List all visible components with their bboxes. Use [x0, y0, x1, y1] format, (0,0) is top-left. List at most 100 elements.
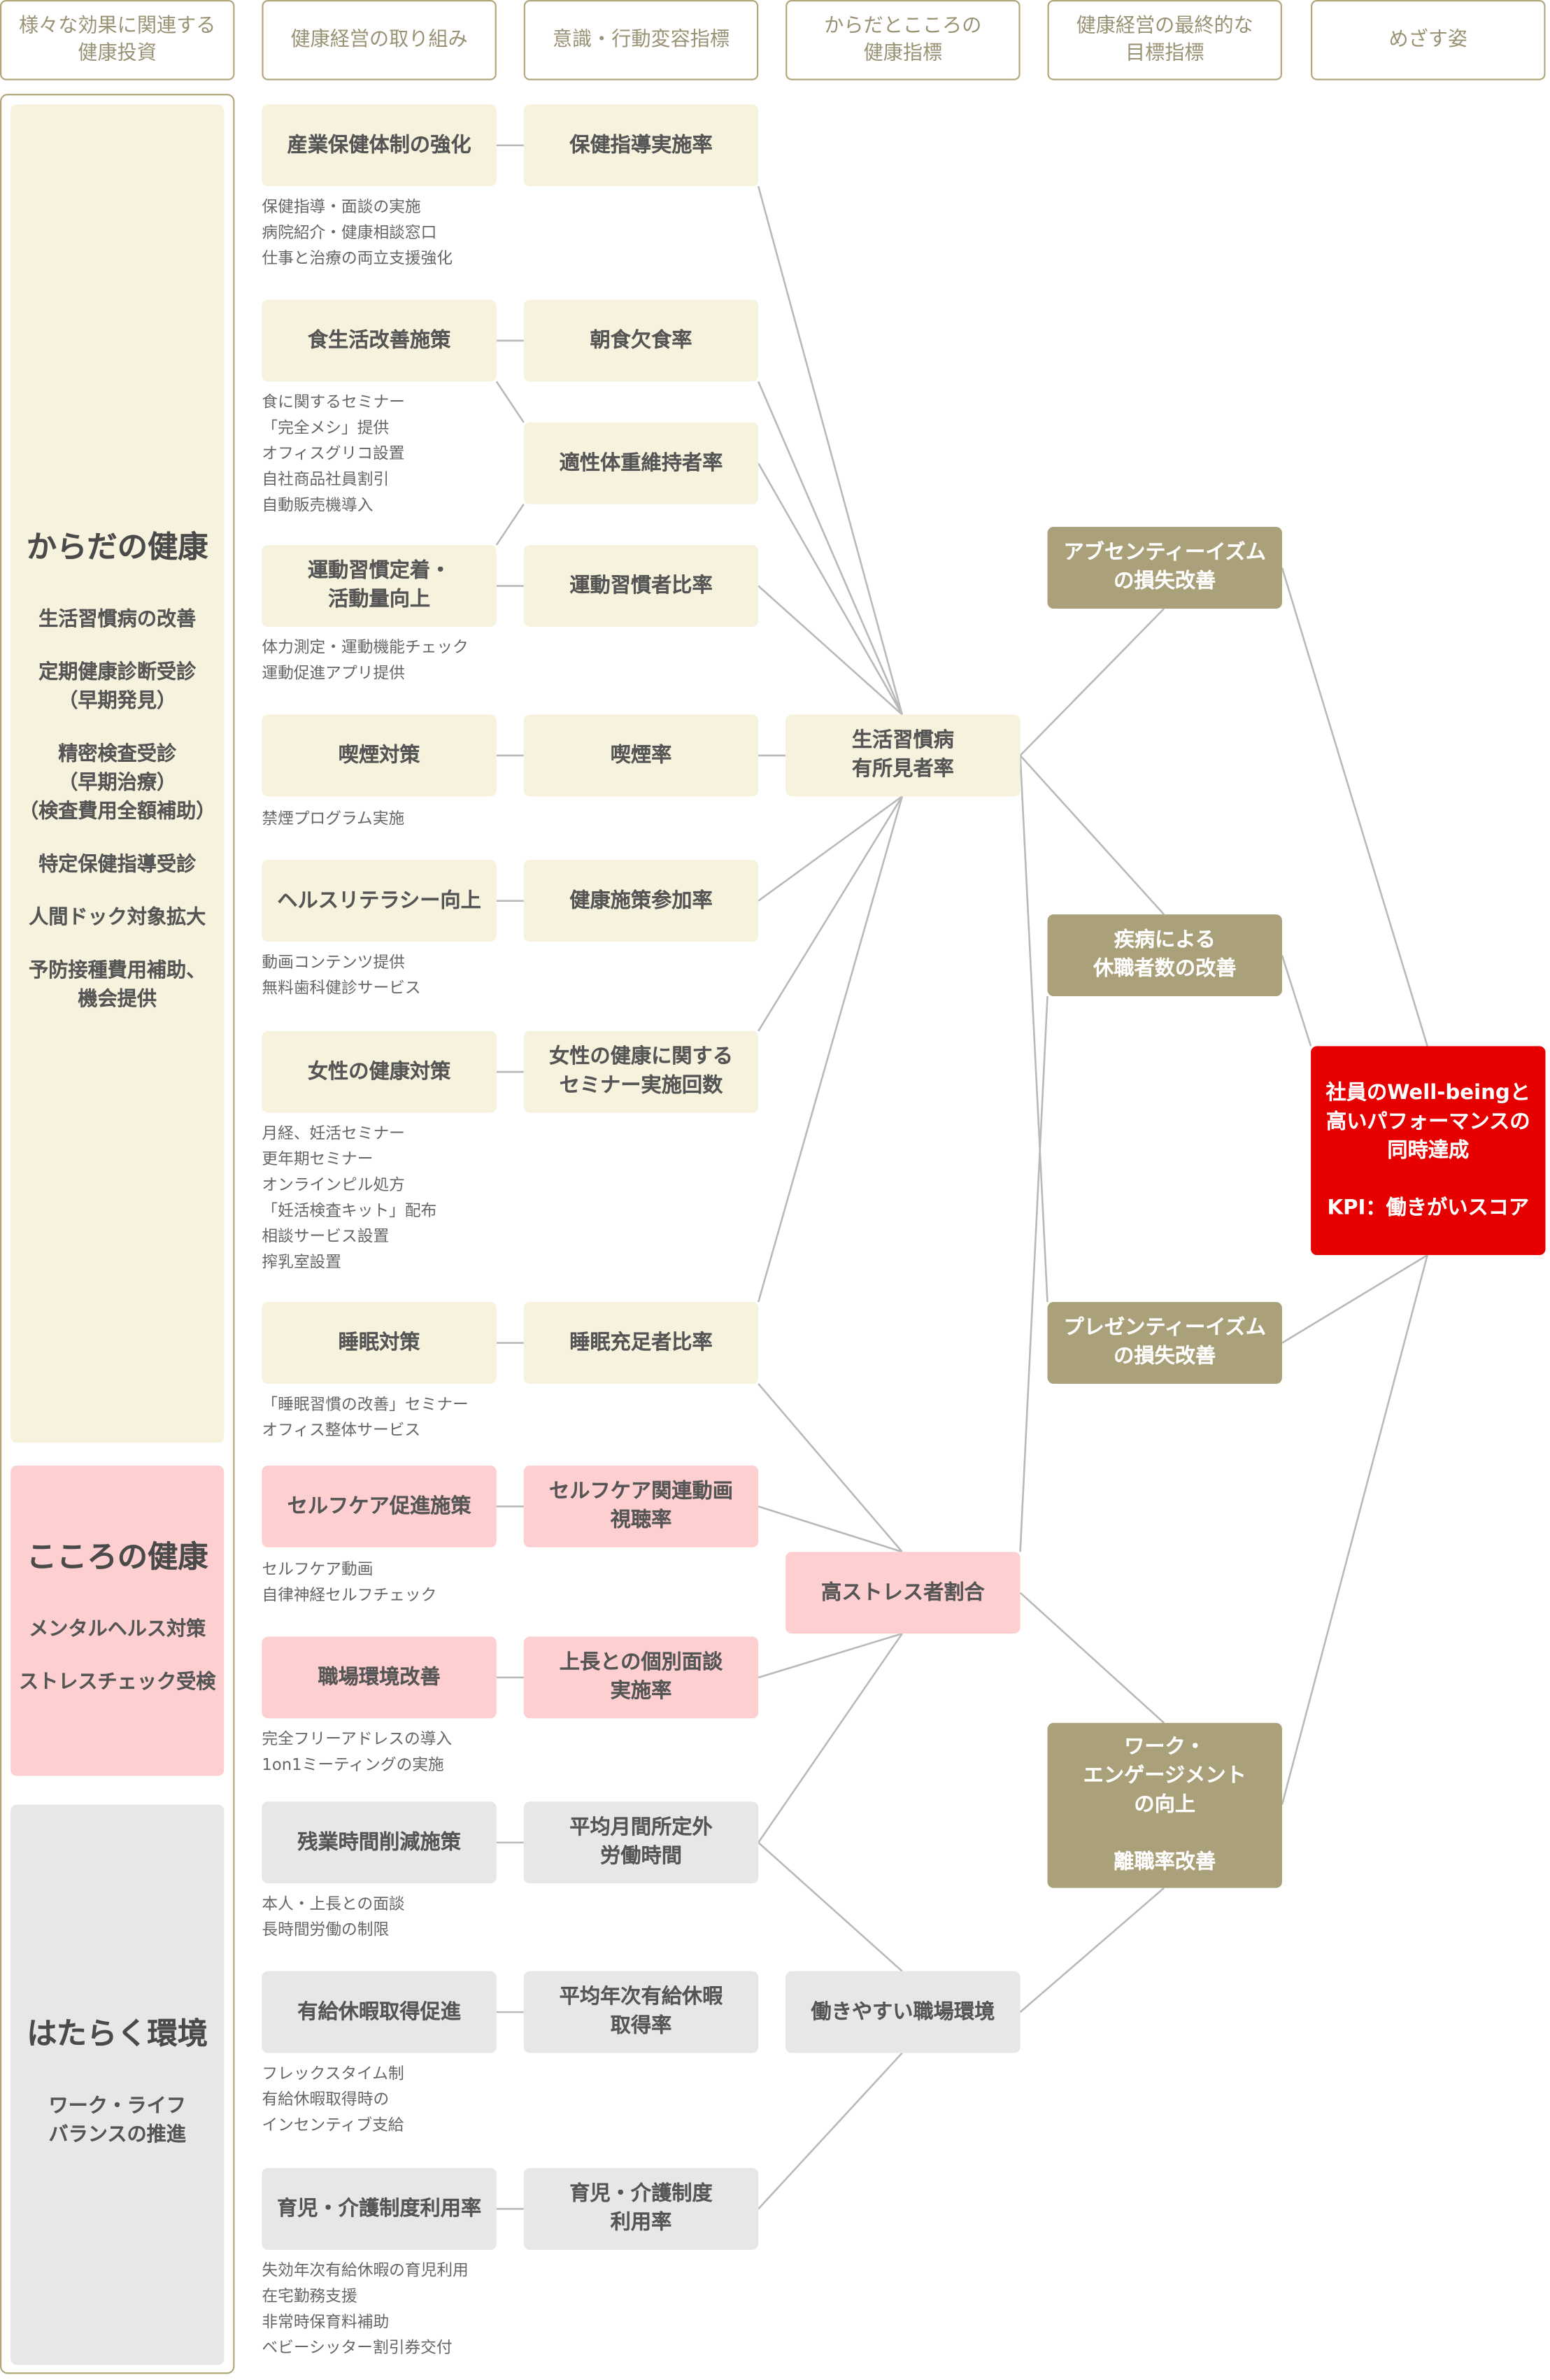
note-line: 動画コンテンツ提供: [262, 954, 405, 972]
initiative-notes: 完全フリーアドレスの導入 1on1ミーティングの実施: [262, 1727, 452, 1779]
note-line: 自動販売機導入: [262, 496, 374, 515]
connector-line: [1019, 755, 1048, 1303]
indicator-box: 健康施策参加率: [523, 860, 759, 942]
section-item: ストレスチェック受検: [19, 1671, 216, 1694]
section-item: 生活習慣病の改善: [38, 607, 197, 631]
connector-line: [758, 1632, 903, 1679]
initiative-notes: 食に関するセミナー 「完全メシ」提供 オフィスグリコ設置 自社商品社員割引 自動…: [262, 390, 405, 519]
note-line: 運動促進アプリ提供: [262, 665, 405, 683]
connector-line: [758, 585, 903, 716]
note-line: オフィス整体サービス: [262, 1422, 421, 1440]
note-line: 食に関するセミナー: [262, 393, 405, 412]
connector-line: [758, 1383, 903, 1553]
section-item: 定期健康診断受診 （早期発見）: [38, 660, 197, 713]
connector-line: [1019, 1592, 1165, 1724]
connector-line: [1019, 1887, 1165, 2013]
connector-line: [758, 795, 903, 1032]
goal-work-engagement: ワーク・ エンゲージメント の向上 離職率改善: [1047, 1722, 1282, 1888]
connector-line: [758, 462, 903, 716]
initiative-notes: 体力測定・運動機能チェック 運動促進アプリ提供: [262, 636, 468, 688]
initiative-notes: 失効年次有給休暇の育児利用 在宅勤務支援 非常時保育料補助 ベビーシッター割引券…: [262, 2259, 468, 2362]
note-line: 無料歯科健診サービス: [262, 979, 421, 998]
initiative-box: 産業保健体制の強化: [262, 104, 497, 187]
connector-line: [758, 795, 903, 902]
connector-line: [757, 795, 904, 1303]
health-indicator-high-stress: 高ストレス者割合: [785, 1552, 1021, 1634]
note-line: 失効年次有給休暇の育児利用: [262, 2262, 469, 2281]
section-mental-health: こころの健康 メンタルヘルス対策 ストレスチェック受検: [10, 1465, 225, 1776]
initiative-box: セルフケア促進施策: [262, 1465, 497, 1547]
connector-line: [1019, 996, 1048, 1552]
indicator-box: 喫煙率: [523, 714, 759, 797]
note-line: 完全フリーアドレスの導入: [262, 1730, 453, 1749]
indicator-box: 適性体重維持者率: [523, 422, 759, 504]
connector-line: [495, 381, 525, 423]
indicator-box: 育児・介護制度 利用率: [523, 2168, 759, 2250]
note-line: 搾乳室設置: [262, 1253, 341, 1272]
header-initiatives: 健康経営の取り組み: [262, 0, 497, 80]
note-line: 有給休暇取得時の: [262, 2090, 390, 2109]
indicator-box: 平均年次有給休暇 取得率: [523, 1971, 759, 2053]
initiative-box: 喫煙対策: [262, 714, 497, 797]
indicator-box: 睡眠充足者比率: [523, 1302, 759, 1384]
section-item: ワーク・ライフ バランスの推進: [48, 2095, 186, 2146]
goal-sick-leave: 疾病による 休職者数の改善: [1047, 914, 1282, 996]
note-line: 禁煙プログラム実施: [262, 809, 405, 828]
section-body-health: からだの健康 生活習慣病の改善 定期健康診断受診 （早期発見） 精密検査受診 （…: [10, 104, 225, 1443]
note-line: 自社商品社員割引: [262, 471, 390, 490]
connector-line: [1281, 955, 1312, 1047]
note-line: セルフケア動画: [262, 1561, 374, 1580]
connector-line: [1019, 755, 1165, 916]
header-behavior-indicators: 意識・行動変容指標: [523, 0, 759, 80]
note-line: 本人・上長との面談: [262, 1895, 405, 1914]
indicator-box: 上長との個別面談 実施率: [523, 1636, 759, 1719]
note-line: 在宅勤務支援: [262, 2287, 357, 2306]
note-line: インセンティブ支給: [262, 2116, 404, 2135]
connector-line: [1281, 1254, 1428, 1344]
health-indicator-lifestyle-disease: 生活習慣病 有所見者率: [785, 714, 1021, 797]
note-line: ベビーシッター割引券交付: [262, 2339, 453, 2358]
header-health-investment: 様々な効果に関連する 健康投資: [0, 0, 235, 80]
indicator-box: 平均月間所定外 労働時間: [523, 1801, 759, 1884]
section-item: メンタルヘルス対策: [29, 1618, 206, 1641]
connector-line: [758, 1841, 903, 1972]
section-item: 特定保健指導受診: [38, 853, 197, 876]
initiative-box: 職場環境改善: [262, 1636, 497, 1719]
section-title: からだの健康: [26, 527, 208, 565]
connector-line: [758, 1633, 903, 1843]
section-work-environment: はたらく環境 ワーク・ライフ バランスの推進: [10, 1804, 225, 2365]
note-line: 非常時保育料補助: [262, 2313, 390, 2332]
header-final-goals: 健康経営の最終的な 目標指標: [1047, 0, 1282, 80]
initiative-box: 女性の健康対策: [262, 1030, 497, 1113]
note-line: 保健指導・面談の実施: [262, 198, 421, 217]
initiative-box: 運動習慣定着・ 活動量向上: [262, 545, 497, 627]
initiative-box: 残業時間削減施策: [262, 1801, 497, 1884]
note-line: 相談サービス設置: [262, 1228, 390, 1247]
initiative-notes: 月経、妊活セミナー 更年期セミナー オンラインピル処方 「妊活検査キット」配布 …: [262, 1122, 436, 1277]
section-item: 人間ドック対象拡大: [29, 906, 206, 929]
indicator-box: セルフケア関連動画 視聴率: [523, 1465, 759, 1547]
initiative-notes: フレックスタイム制 有給休暇取得時の インセンティブ支給: [262, 2062, 404, 2139]
note-line: 自律神経セルフチェック: [262, 1587, 437, 1605]
connector-line: [758, 2052, 903, 2210]
connector-line: [757, 185, 904, 715]
connector-line: [1281, 567, 1428, 1047]
initiative-notes: 保健指導・面談の実施 病院紹介・健康相談窓口 仕事と治療の両立支援強化: [262, 195, 453, 272]
note-line: オフィスグリコ設置: [262, 445, 405, 464]
note-line: 病院紹介・健康相談窓口: [262, 224, 437, 243]
section-title: はたらく環境: [27, 2014, 208, 2051]
connector-line: [1019, 608, 1165, 756]
initiative-box: 有給休暇取得促進: [262, 1971, 497, 2053]
health-indicator-workplace: 働きやすい職場環境: [785, 1971, 1021, 2053]
note-line: 更年期セミナー: [262, 1150, 374, 1169]
header-vision: めざす姿: [1311, 0, 1546, 80]
indicator-box: 保健指導実施率: [523, 104, 759, 187]
initiative-notes: 本人・上長との面談 長時間労働の制限: [262, 1892, 404, 1944]
note-line: 「妊活検査キット」配布: [262, 1202, 437, 1221]
note-line: 「完全メシ」提供: [262, 419, 390, 438]
indicator-box: 女性の健康に関する セミナー実施回数: [523, 1030, 759, 1113]
connector-line: [495, 503, 525, 546]
connector-line: [758, 381, 903, 715]
